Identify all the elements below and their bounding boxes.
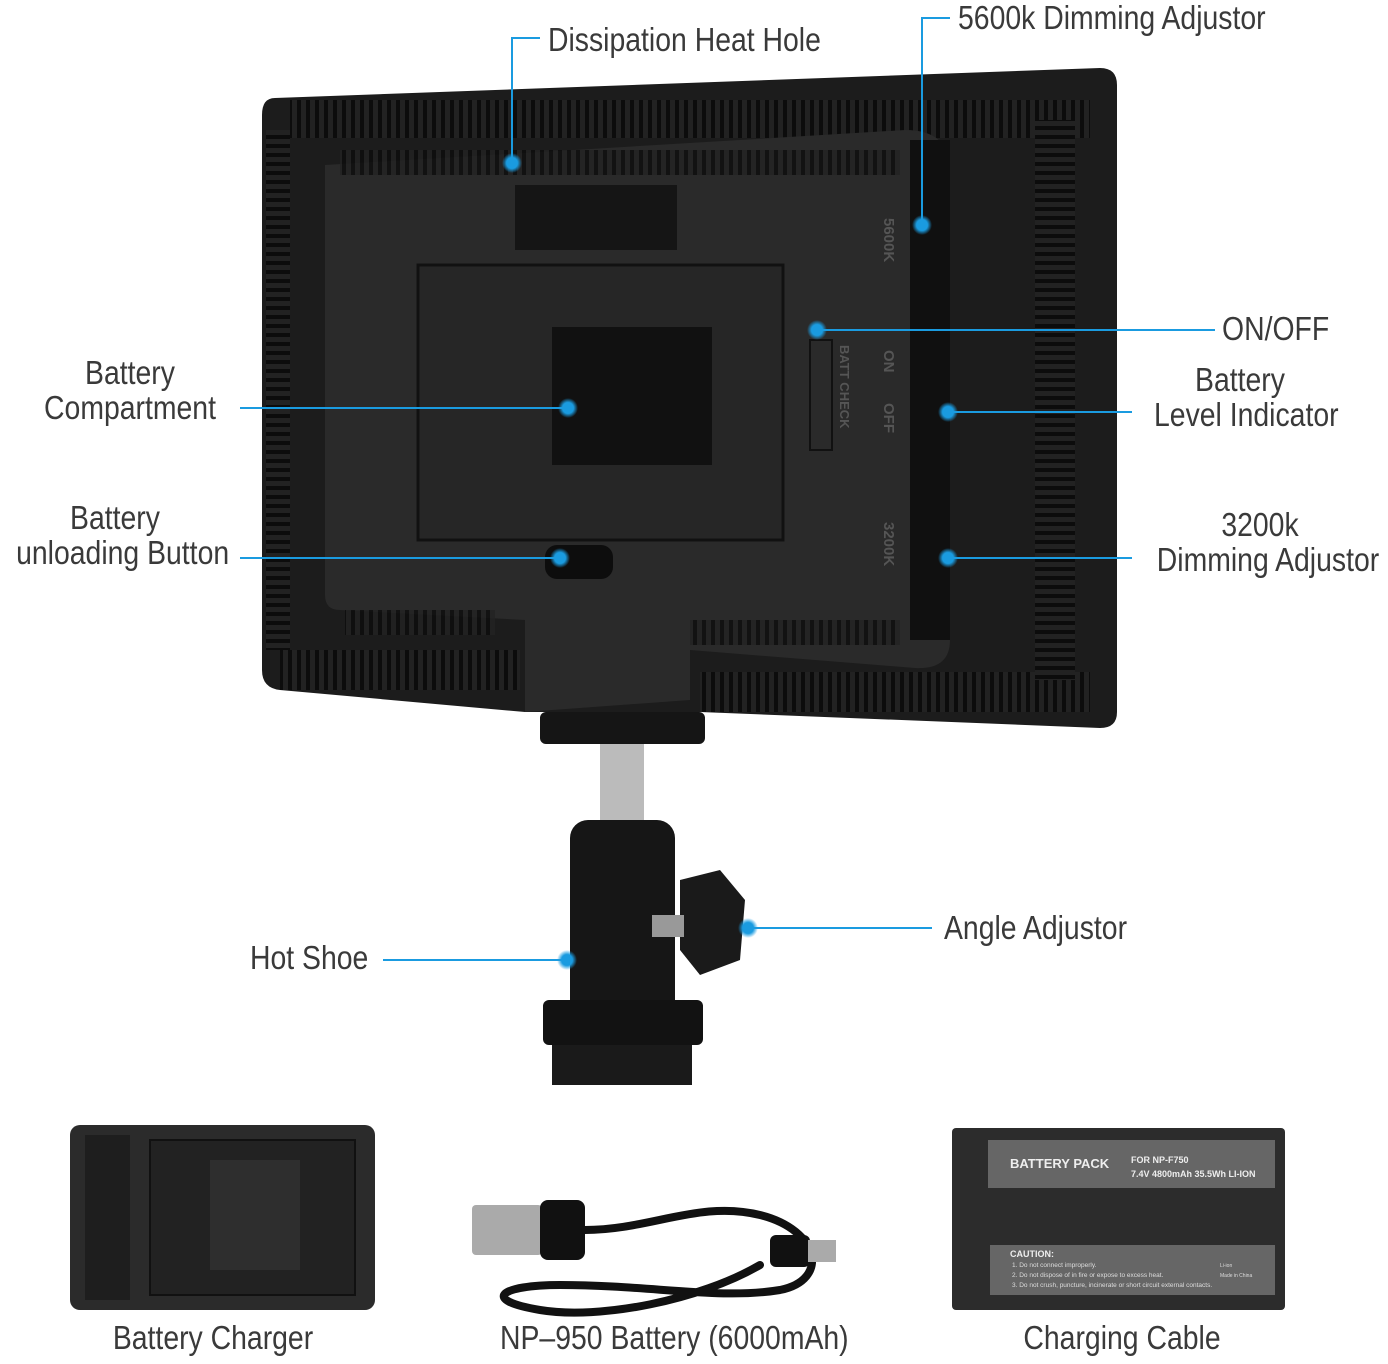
usb-cable-image — [472, 1200, 836, 1317]
pack-origin: Made in China — [1220, 1273, 1252, 1279]
label-battery-unloading-button: Battery unloading Button — [16, 499, 230, 571]
ball-head-mount — [540, 712, 745, 1085]
marking-off: OFF — [880, 403, 897, 433]
label-line-1: Battery — [70, 499, 160, 536]
pack-caution-3: 3. Do not crush, puncture, incinerate or… — [1012, 1282, 1212, 1289]
pack-caution-1: 1. Do not connect improperly. — [1012, 1262, 1097, 1269]
label-line-2: Level Indicator — [1154, 396, 1339, 433]
label-3200k-dimming-adjustor: 3200k Dimming Adjustor — [1156, 506, 1380, 578]
battery-charger-image — [70, 1125, 375, 1310]
label-battery-compartment: Battery Compartment — [44, 355, 216, 425]
callout-dots — [502, 153, 958, 970]
caption-battery: NP–950 Battery (6000mAh) — [500, 1319, 849, 1356]
marking-on: ON — [880, 350, 897, 373]
pack-spec: 7.4V 4800mAh 35.5Wh LI-ION — [1131, 1169, 1256, 1179]
pack-chem: Li-ion — [1220, 1263, 1232, 1269]
marking-5600k: 5600K — [880, 218, 897, 262]
label-line-2: Compartment — [44, 389, 216, 426]
caption-battery-charger: Battery Charger — [112, 1319, 314, 1356]
label-line-2: Dimming Adjustor — [1156, 541, 1380, 578]
label-line-2: unloading Button — [16, 534, 230, 571]
label-on-off: ON/OFF — [1222, 310, 1330, 347]
label-dissipation-heat-hole: Dissipation Heat Hole — [548, 21, 821, 58]
label-angle-adjustor: Angle Adjustor — [944, 909, 1128, 946]
label-5600k-dimming-adjustor: 5600k Dimming Adjustor — [958, 0, 1266, 36]
marking-3200k: 3200K — [880, 522, 897, 566]
pack-model: FOR NP-F750 — [1131, 1155, 1189, 1165]
label-line-1: Battery — [1195, 361, 1285, 398]
callout-lines — [240, 17, 1215, 961]
label-line-1: Battery — [85, 354, 175, 391]
label-line-1: 3200k — [1221, 506, 1299, 543]
caption-charging-cable: Charging Cable — [1023, 1319, 1221, 1356]
led-panel-back: 5600K ON OFF 3200K BATT CHECK — [262, 68, 1117, 728]
pack-caution-title: CAUTION: — [1010, 1249, 1054, 1259]
label-battery-level-indicator: Battery Level Indicator — [1154, 361, 1339, 433]
battery-pack-image: BATTERY PACK FOR NP-F750 7.4V 4800mAh 35… — [952, 1128, 1285, 1310]
marking-batt-check: BATT CHECK — [837, 345, 852, 429]
pack-caution-2: 2. Do not dispose of in fire or expose t… — [1012, 1272, 1164, 1279]
label-hot-shoe: Hot Shoe — [250, 939, 369, 976]
pack-title: BATTERY PACK — [1010, 1156, 1110, 1171]
